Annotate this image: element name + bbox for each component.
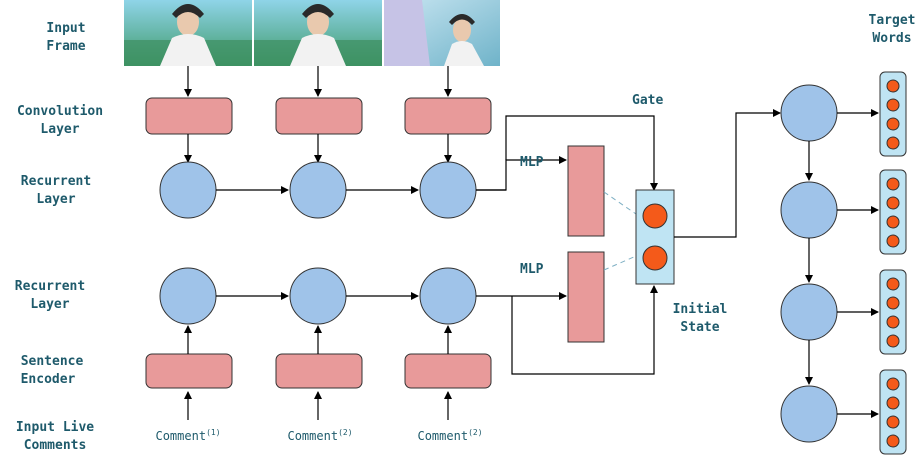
comment-3: Comment(2) xyxy=(417,428,482,443)
recurrent-node-top-1 xyxy=(159,161,217,219)
decoder-node-2 xyxy=(780,181,838,239)
sentence-encoder-label-line1: Sentence xyxy=(21,354,84,369)
target-word-vector-4 xyxy=(879,369,907,455)
input-live-comments-label-line2: Comments xyxy=(24,438,87,453)
decoder-node-3 xyxy=(780,283,838,341)
recurrent-layer-top-label-line2: Layer xyxy=(36,192,75,207)
sentence-encoder-box-1 xyxy=(145,353,233,389)
initial-state-label-line2: State xyxy=(680,320,719,335)
recurrent-layer-top-label-line1: Recurrent xyxy=(21,174,91,189)
input-frame-label-line2: Frame xyxy=(46,39,85,54)
gate-label: Gate xyxy=(632,93,663,108)
mlp-box-bottom xyxy=(567,251,605,343)
convolution-layer-label-line1: Convolution xyxy=(17,104,103,119)
video-frame-1 xyxy=(124,0,252,66)
input-live-comments-label-line1: Input Live xyxy=(16,420,94,435)
convolution-layer-label-line2: Layer xyxy=(40,122,79,137)
recurrent-layer-bottom-label-line1: Recurrent xyxy=(15,279,85,294)
convolution-box-1 xyxy=(145,97,233,135)
video-frame-3 xyxy=(384,0,500,66)
sentence-encoder-box-3 xyxy=(404,353,492,389)
convolution-box-3 xyxy=(404,97,492,135)
decoder-node-1 xyxy=(780,84,838,142)
comment-1: Comment(1) xyxy=(155,428,220,443)
mlp-top-label: MLP xyxy=(520,155,544,170)
recurrent-node-top-3 xyxy=(419,161,477,219)
target-words-label-line1: Target xyxy=(869,13,916,28)
convolution-box-2 xyxy=(275,97,363,135)
target-word-vector-2 xyxy=(879,169,907,255)
recurrent-node-bottom-1 xyxy=(159,267,217,325)
initial-state-unit-2 xyxy=(642,245,668,271)
target-word-vector-1 xyxy=(879,71,907,157)
video-frame-2 xyxy=(254,0,382,66)
sentence-encoder-box-2 xyxy=(275,353,363,389)
initial-state-label-line1: Initial xyxy=(673,302,728,317)
sentence-encoder-label-line2: Encoder xyxy=(21,372,76,387)
recurrent-node-bottom-2 xyxy=(289,267,347,325)
recurrent-node-bottom-3 xyxy=(419,267,477,325)
decoder-node-4 xyxy=(780,385,838,443)
recurrent-layer-bottom-label-line2: Layer xyxy=(30,297,69,312)
recurrent-node-top-2 xyxy=(289,161,347,219)
mlp-box-top xyxy=(567,145,605,237)
initial-state-unit-1 xyxy=(642,203,668,229)
target-word-vector-3 xyxy=(879,269,907,355)
mlp-bottom-label: MLP xyxy=(520,262,544,277)
target-words-label-line2: Words xyxy=(872,31,911,46)
input-frame-label-line1: Input xyxy=(46,21,85,36)
comment-2: Comment(2) xyxy=(287,428,352,443)
